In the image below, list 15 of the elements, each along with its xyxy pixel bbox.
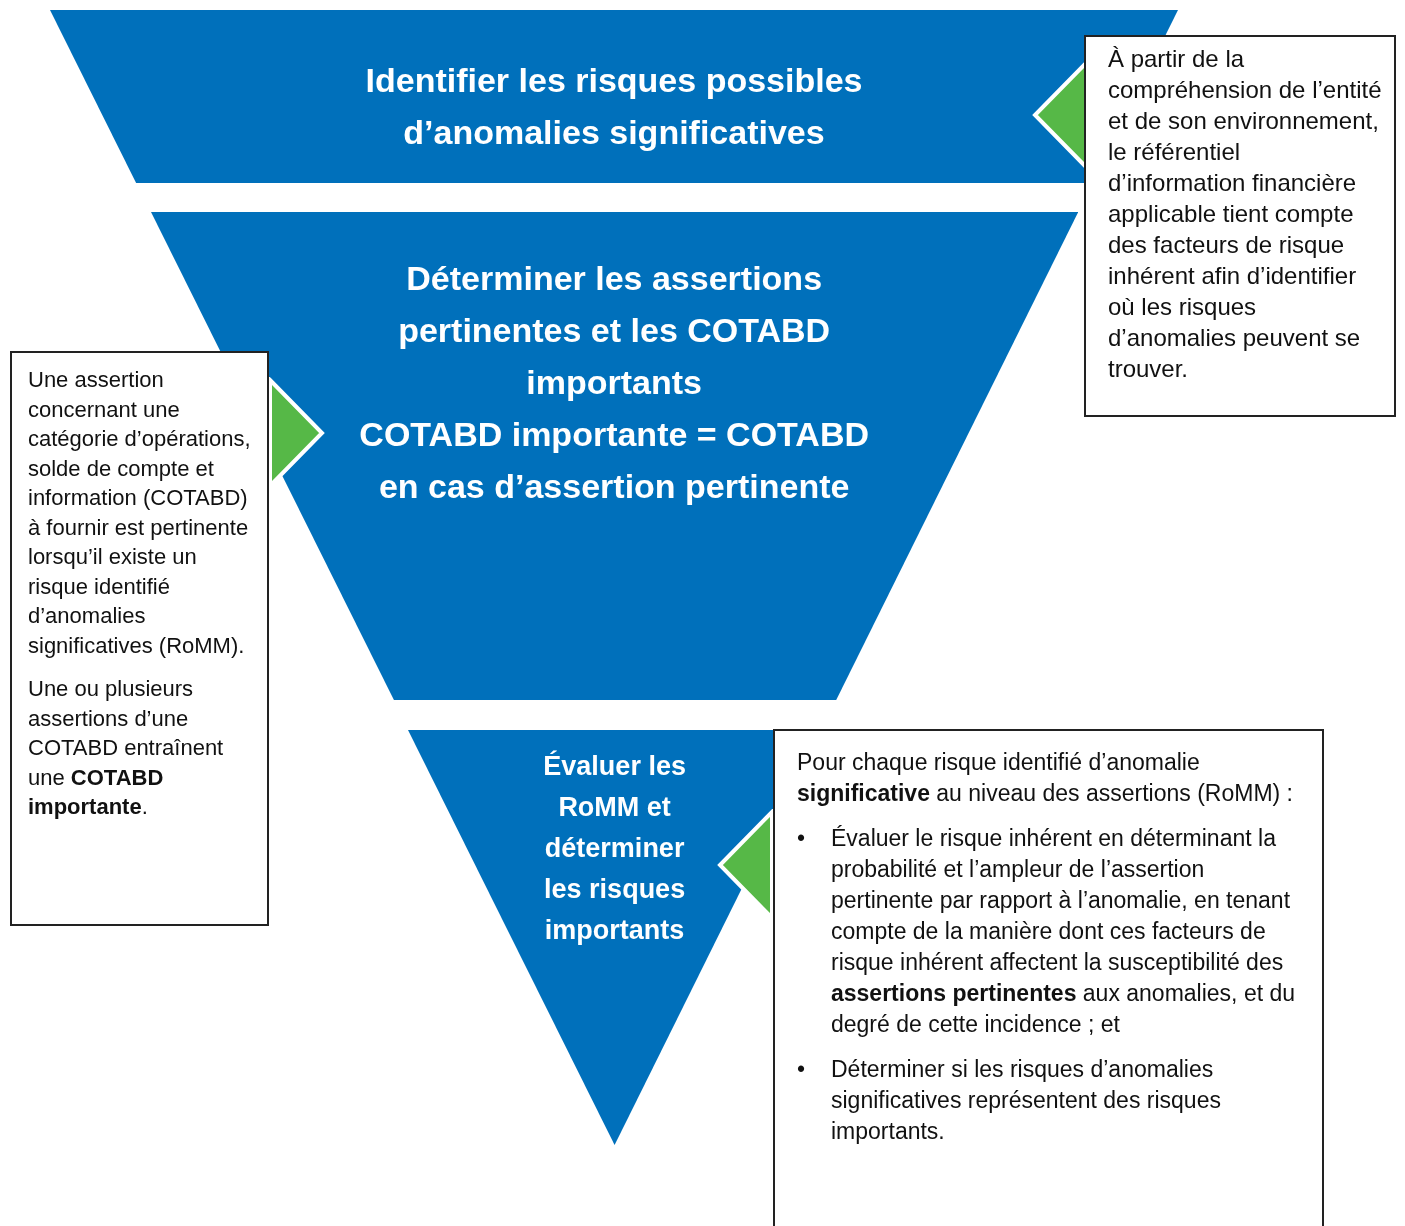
bullet-text: Déterminer si les risques d’anomalies significatives représentent des risques importants. — [831, 1055, 1222, 1146]
callout-text: Une ou plusieurs assertions d’une COTABD entraînent une COTABD importante. — [28, 675, 225, 821]
band-title: Évaluer les RoMM et déterminer les risques importants — [542, 749, 687, 947]
bullet-text: Évaluer le risque inhérent en déterminant la probabilité et l’ampleur de l’assertion pertinente par rapport à l’anomalie, en tenant compte de la manière dont ces facteurs de risque inhérent affectent la susceptibilité des assertions pertinentes aux anomalies, et du degré de cette incidence ; et — [831, 824, 1297, 1039]
band-title: Identifier les risques possibles d’anomalies significatives — [364, 60, 864, 153]
band-title: Déterminer les assertions pertinentes et les COTABD importants — [397, 258, 832, 403]
callout-box — [773, 729, 1324, 1226]
bullet-mark: • — [797, 1055, 807, 1084]
callout-box — [1084, 35, 1396, 417]
band-title: COTABD importante = COTABD en cas d’assertion pertinente — [358, 414, 870, 507]
bullet-mark: • — [797, 824, 807, 853]
callout-text: Une assertion concernant une catégorie d’opérations, solde de compte et information (COTABD) à fournir est pertinente lorsqu’il existe un risque identifié d’anomalies significatives (RoMM). — [28, 366, 252, 660]
callout-box — [10, 351, 269, 926]
callout-text: À partir de la compréhension de l’entité et de son environnement, le référentiel d’information financière applicable tient compte des facteurs de risque inhérent afin d’identifier où les risques d’anomalies peuvent se trouver. — [1108, 44, 1382, 384]
callout-text: Pour chaque risque identifié d’anomalie significative au niveau des assertions (RoMM) : — [797, 748, 1294, 808]
